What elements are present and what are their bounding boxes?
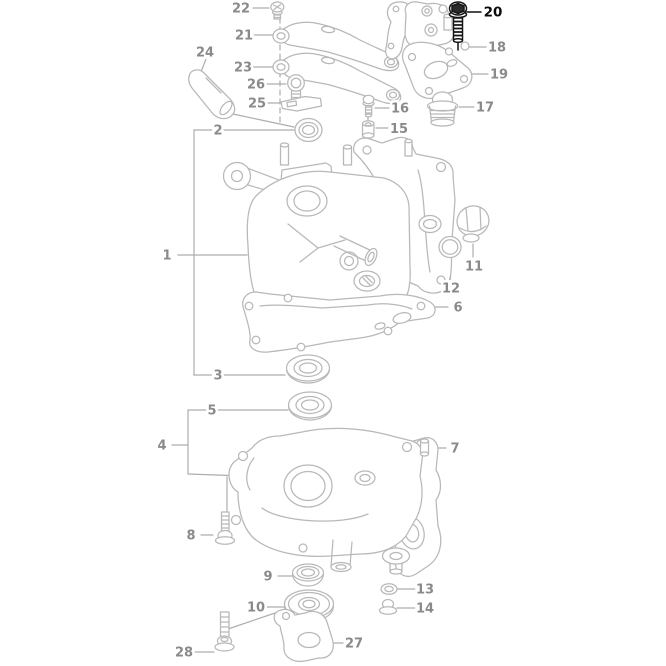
part-1-cylinder-block-drawing xyxy=(222,136,456,323)
part-7-pin-drawing xyxy=(419,438,430,457)
part-3-bearing-drawing xyxy=(285,354,331,384)
callout-4[interactable]: 4 xyxy=(155,436,169,456)
part-5-bearing-drawing xyxy=(287,391,333,421)
callout-15[interactable]: 15 xyxy=(387,120,410,140)
part-24-rubber-boot-drawing xyxy=(188,69,236,120)
callout-10[interactable]: 10 xyxy=(244,598,267,618)
callout-12[interactable]: 12 xyxy=(439,279,462,299)
part-6-base-gasket-drawing xyxy=(242,291,436,353)
callout-28[interactable]: 28 xyxy=(172,643,195,663)
callout-24[interactable]: 24 xyxy=(193,43,216,63)
callout-2[interactable]: 2 xyxy=(211,121,225,141)
part-9-oil-seal-drawing xyxy=(291,563,325,587)
part-28-bolt-drawing xyxy=(214,611,235,652)
callout-17[interactable]: 17 xyxy=(473,98,496,118)
part-14-nut-drawing xyxy=(378,598,398,615)
part-2-oil-seal-drawing xyxy=(294,117,323,143)
part-11-oil-cap-drawing xyxy=(456,205,490,243)
callout-labels: 1 2 3 4 5 6 7 8 9 10 11 12 13 14 15 16 1… xyxy=(155,0,511,663)
callout-25[interactable]: 25 xyxy=(245,94,268,114)
part-4-crankcase-drawing xyxy=(228,427,442,577)
part-17-thermostat-cap-drawing xyxy=(426,91,459,127)
callout-5[interactable]: 5 xyxy=(205,401,219,421)
part-13-washer-drawing xyxy=(380,583,398,595)
part-16-bolt-drawing xyxy=(362,94,375,118)
callout-11[interactable]: 11 xyxy=(462,257,485,277)
callout-22[interactable]: 22 xyxy=(229,0,252,19)
highlight-leader-line xyxy=(457,11,482,51)
callout-27[interactable]: 27 xyxy=(342,634,365,654)
callout-18[interactable]: 18 xyxy=(485,38,508,58)
part-19-pump-base-drawing xyxy=(401,41,473,99)
callout-14[interactable]: 14 xyxy=(413,599,436,619)
part-20-bolt-highlighted-drawing xyxy=(448,1,468,44)
part-22-screw-drawing xyxy=(270,1,285,20)
callout-19[interactable]: 19 xyxy=(487,65,510,85)
callout-20-highlighted[interactable]: 20 xyxy=(481,2,505,23)
callout-23[interactable]: 23 xyxy=(231,58,254,78)
callout-26[interactable]: 26 xyxy=(244,75,267,95)
callout-3[interactable]: 3 xyxy=(211,366,225,386)
part-21-lever-arm-drawing xyxy=(272,21,400,72)
part-25-plate-drawing xyxy=(280,95,323,112)
callout-21[interactable]: 21 xyxy=(232,26,255,46)
callout-7[interactable]: 7 xyxy=(448,439,462,459)
callout-9[interactable]: 9 xyxy=(261,567,275,587)
callout-1[interactable]: 1 xyxy=(160,246,174,266)
callout-13[interactable]: 13 xyxy=(413,580,436,600)
part-23-lever-arm-drawing xyxy=(272,52,402,105)
callout-16[interactable]: 16 xyxy=(388,99,411,119)
part-15-collar-drawing xyxy=(361,120,375,139)
part-18-pump-housing-drawing xyxy=(385,1,470,60)
part-8-bolt-drawing xyxy=(214,511,236,545)
part-12-o-ring-drawing xyxy=(438,235,462,259)
callout-8[interactable]: 8 xyxy=(184,526,198,546)
part-27-bracket-drawing xyxy=(273,608,334,663)
callout-6[interactable]: 6 xyxy=(451,298,465,318)
